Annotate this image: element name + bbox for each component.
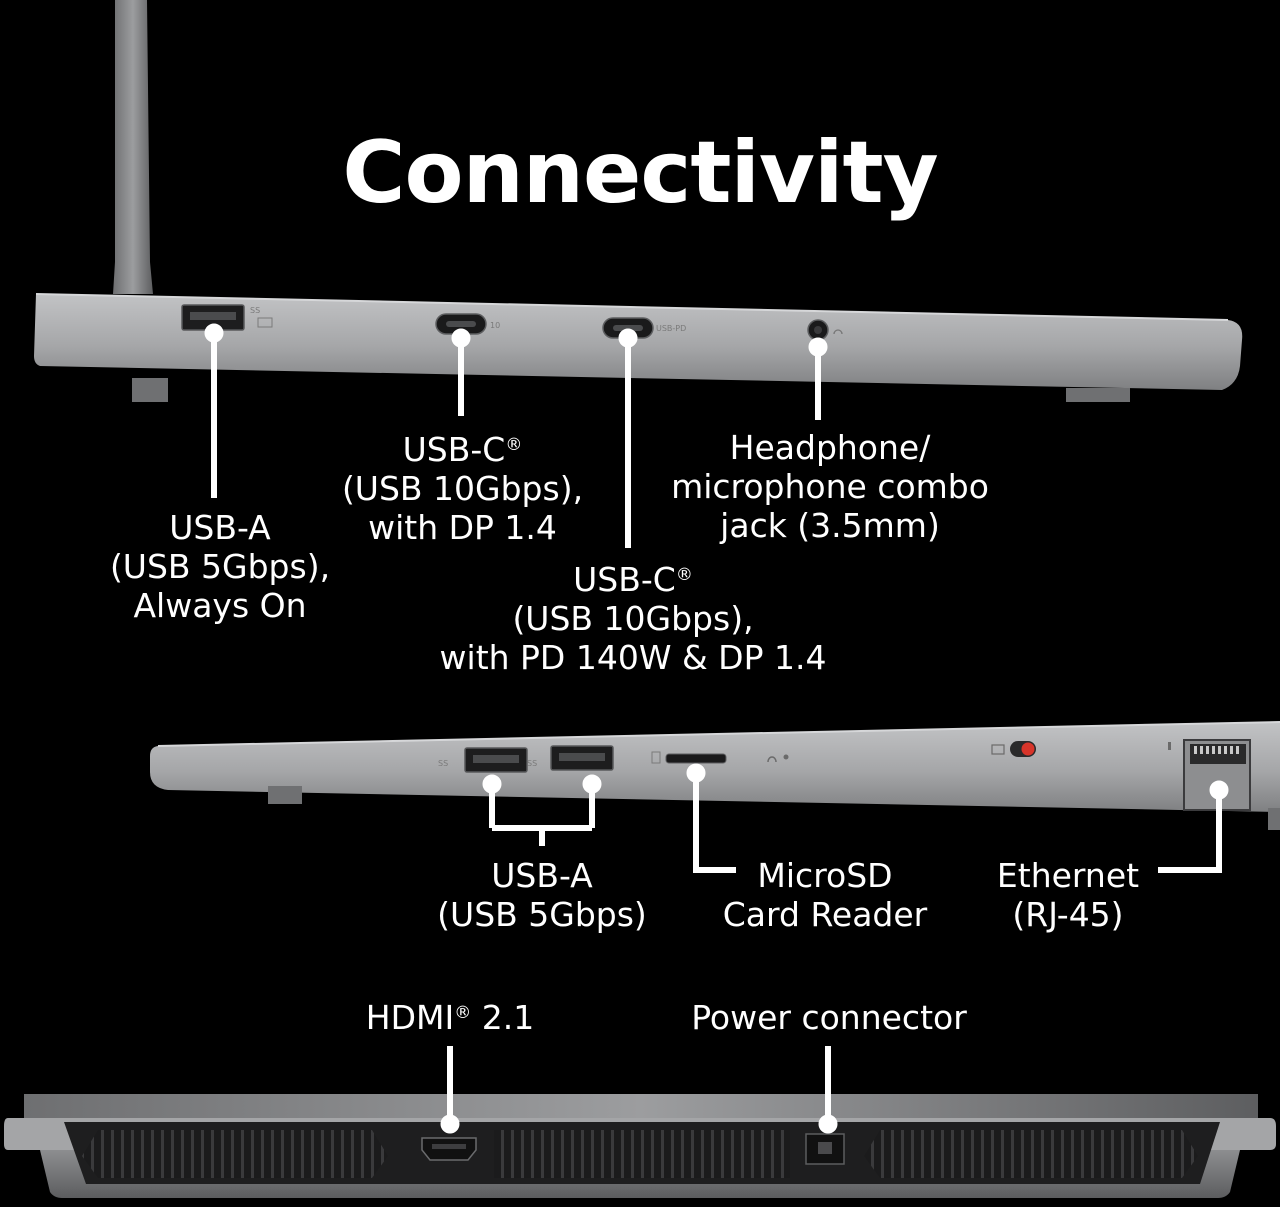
usb-marking: 10 <box>490 321 500 330</box>
network-icon <box>1168 742 1171 750</box>
chassis-side-2 <box>150 722 1280 812</box>
label-hdmi: HDMI® 2.1 <box>365 998 535 1037</box>
rubber-foot <box>132 378 168 402</box>
usb-marking: USB-PD <box>656 324 686 333</box>
laptop-rear <box>4 1094 1276 1198</box>
status-icon <box>767 756 777 763</box>
vent-right <box>864 1130 1198 1178</box>
label-ethernet: Ethernet (RJ-45) <box>996 856 1140 934</box>
label-usb-c-dp: USB-C® (USB 10Gbps), with DP 1.4 <box>341 430 584 547</box>
usb-marking: SS <box>250 306 260 315</box>
rubber-foot <box>1066 388 1130 402</box>
rubber-foot <box>268 786 302 804</box>
microsd-slot <box>665 753 727 764</box>
callout-dots <box>204 323 1229 1134</box>
chassis-side-1 <box>34 294 1243 390</box>
usb-marking: SS <box>438 759 448 768</box>
sd-card-icon <box>651 751 661 764</box>
page-title: Connectivity <box>342 123 938 223</box>
laptop-side-right: SS SS <box>150 721 1280 830</box>
label-headphone-jack: Headphone/ microphone combo jack (3.5mm) <box>671 428 989 545</box>
always-on-icon <box>257 317 273 328</box>
lid-hinge <box>24 1094 1258 1120</box>
screen-lid-edge <box>113 0 153 294</box>
label-usb-a-always-on: USB-A (USB 5Gbps), Always On <box>109 508 331 625</box>
usb-marking: SS <box>527 759 537 768</box>
status-led <box>783 754 789 760</box>
laptop-side-left: SS 10 USB-PD <box>34 0 1243 402</box>
label-microsd: MicroSD Card Reader <box>722 856 928 934</box>
label-usb-c-pd: USB-C® (USB 10Gbps), with PD 140W & DP 1… <box>439 560 827 677</box>
vent-center <box>494 1130 790 1178</box>
callout-lines <box>211 335 1222 1126</box>
vent-left <box>82 1130 388 1178</box>
rubber-foot <box>1268 808 1280 830</box>
headphone-icon <box>833 329 843 335</box>
label-usb-a-5gbps: USB-A (USB 5Gbps) <box>437 856 647 934</box>
label-power-connector: Power connector <box>691 998 967 1037</box>
switch-knob <box>1021 742 1035 756</box>
camera-off-icon <box>991 744 1005 755</box>
